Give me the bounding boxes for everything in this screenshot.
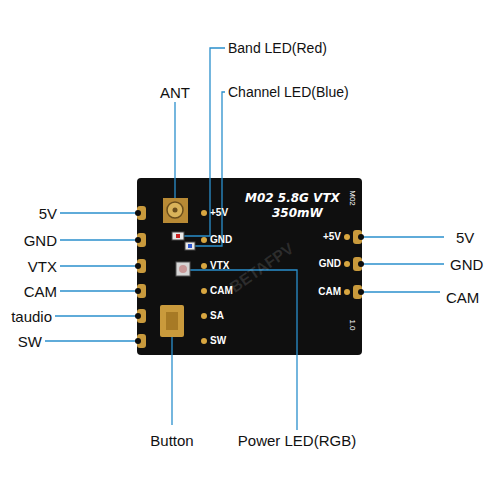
pin-name: taudio [11, 309, 52, 324]
callout-label: Band LED(Red) [228, 41, 327, 55]
band-led [172, 232, 184, 240]
pad-label: CAM [210, 286, 233, 296]
callout-label: Channel LED(Blue) [228, 85, 349, 99]
pad-label: GND [319, 259, 341, 269]
pin-name: 5V [456, 230, 474, 245]
pad-label: GND [210, 235, 232, 245]
pin-name: CAM [24, 284, 57, 299]
pin-name: GND [24, 233, 57, 248]
pad-label: +5V [323, 232, 341, 242]
pad-label: +5V [210, 208, 228, 218]
pad-label: SA [210, 311, 224, 321]
pin-name: CAM [446, 290, 479, 305]
antenna-pin [173, 208, 178, 213]
board-marking: M02 [348, 190, 356, 206]
callout-label: ANT [160, 85, 190, 100]
push-button [160, 305, 184, 337]
callout-label: Button [150, 433, 193, 448]
pad-label: CAM [318, 287, 341, 297]
pad-label: VTX [210, 261, 229, 271]
band-led-die [176, 234, 180, 238]
power-led-lens [179, 265, 187, 273]
board-marking: 350mW [272, 207, 323, 219]
pin-name: VTX [28, 259, 57, 274]
pin-name: GND [450, 257, 483, 272]
channel-led-die [188, 244, 192, 248]
push-button-cap [166, 312, 178, 330]
board-marking: 1.0 [348, 319, 356, 330]
pin-name: SW [18, 334, 42, 349]
antenna-connector [163, 198, 188, 223]
channel-led [185, 242, 195, 250]
antenna-socket [167, 202, 183, 218]
pin-name: 5V [39, 206, 57, 221]
callout-label: Power LED(RGB) [238, 433, 356, 448]
pad-label: SW [210, 336, 226, 346]
power-led [176, 262, 190, 276]
board-marking: M02 5.8G VTX [245, 192, 340, 204]
leader-lines [45, 48, 444, 430]
